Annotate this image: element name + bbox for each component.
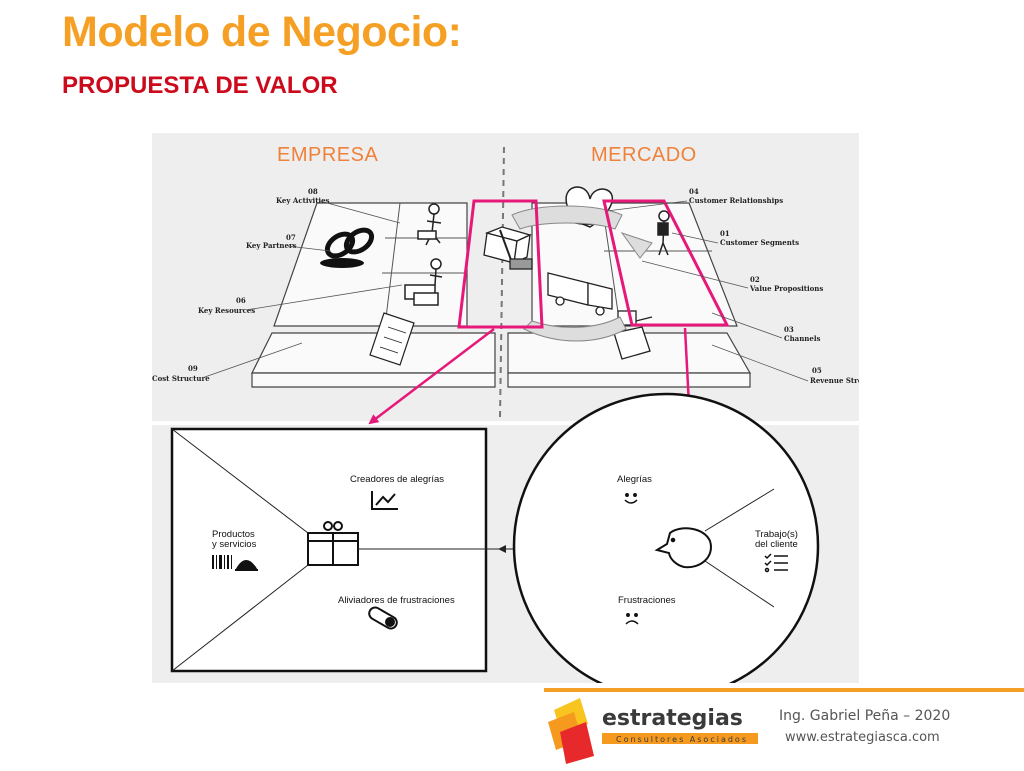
label-customer-segments-num: 01 bbox=[720, 229, 730, 238]
cash-register-icon bbox=[613, 310, 653, 360]
pain-relievers-label: Aliviadores de frustraciones bbox=[338, 595, 455, 606]
label-key-activities: Key Activities bbox=[276, 196, 330, 205]
pains-label: Frustraciones bbox=[618, 595, 676, 606]
value-flow-arrow-2 bbox=[523, 316, 627, 342]
customer-figure-icon bbox=[657, 210, 670, 256]
label-value-propositions: Value Propositions bbox=[749, 284, 823, 293]
value-proposition-highlight bbox=[457, 199, 544, 329]
footer-author: Ing. Gabriel Peña – 2020 bbox=[779, 708, 951, 724]
value-flow-arrow-3 bbox=[620, 232, 653, 259]
empresa-title: EMPRESA bbox=[277, 144, 378, 166]
jobs-label-2: del cliente bbox=[755, 539, 798, 550]
footer-rule bbox=[544, 688, 1024, 692]
business-model-figure: EMPRESA MERCADO bbox=[152, 133, 859, 683]
checklist-icon bbox=[764, 553, 788, 573]
partners-rings-icon bbox=[320, 227, 375, 268]
label-key-resources: Key Resources bbox=[198, 306, 255, 315]
arrow-to-value-map bbox=[368, 328, 495, 425]
products-label-1: Productos bbox=[212, 529, 255, 540]
customer-head-icon bbox=[654, 527, 712, 569]
label-revenue-streams: Revenue Streams bbox=[810, 376, 859, 385]
label-revenue-streams-num: 05 bbox=[812, 366, 822, 375]
company-logo: estrategias Consultores Asociados bbox=[540, 692, 770, 766]
slide-title: Modelo de Negocio: bbox=[62, 8, 462, 56]
customer-profile: Alegrías Trabajo(s) del cliente Frustrac… bbox=[512, 392, 820, 683]
worker-icon bbox=[417, 203, 442, 246]
label-cost-structure-num: 09 bbox=[188, 364, 198, 373]
pill-icon bbox=[368, 606, 398, 630]
footer-website[interactable]: www.estrategiasca.com bbox=[785, 730, 940, 745]
label-key-activities-num: 08 bbox=[308, 187, 318, 196]
gains-label: Alegrías bbox=[617, 474, 652, 485]
logo-brand: estrategias bbox=[602, 706, 743, 731]
label-key-partners-num: 07 bbox=[286, 233, 296, 242]
label-channels-num: 03 bbox=[784, 325, 794, 334]
mercado-title: MERCADO bbox=[591, 144, 697, 166]
slide-subtitle: PROPUESTA DE VALOR bbox=[62, 72, 338, 99]
label-customer-relationships: Customer Relationships bbox=[689, 196, 783, 205]
cost-document-icon bbox=[369, 312, 415, 366]
gift-box-icon bbox=[483, 226, 533, 270]
label-customer-segments: Customer Segments bbox=[720, 238, 799, 247]
customer-segments-highlight bbox=[602, 199, 730, 327]
label-value-propositions-num: 02 bbox=[750, 275, 760, 284]
label-key-partners: Key Partners bbox=[246, 241, 297, 250]
center-divider bbox=[499, 146, 505, 419]
jobs-label-1: Trabajo(s) bbox=[755, 529, 798, 540]
gain-creators-label: Creadores de alegrías bbox=[350, 474, 444, 485]
logo-tagline: Consultores Asociados bbox=[616, 735, 748, 744]
label-key-resources-num: 06 bbox=[236, 296, 246, 305]
chart-up-icon bbox=[371, 491, 398, 510]
sad-face-icon bbox=[625, 613, 639, 625]
value-flow-arrow bbox=[511, 205, 623, 230]
happy-face-icon bbox=[624, 493, 638, 504]
canvas-labels: 08 Key Activities 07 Key Partners 06 Key… bbox=[152, 187, 859, 385]
label-customer-relationships-num: 04 bbox=[689, 187, 699, 196]
truck-icon bbox=[547, 272, 613, 316]
barcode-icon bbox=[212, 555, 232, 569]
products-label-2: y servicios bbox=[212, 539, 257, 550]
label-cost-structure: Cost Structure bbox=[152, 374, 210, 383]
resource-worker-icon bbox=[404, 258, 443, 306]
food-service-icon bbox=[235, 560, 258, 571]
label-channels: Channels bbox=[784, 334, 820, 343]
value-map: Creadores de alegrías Productos y servic… bbox=[170, 427, 488, 673]
